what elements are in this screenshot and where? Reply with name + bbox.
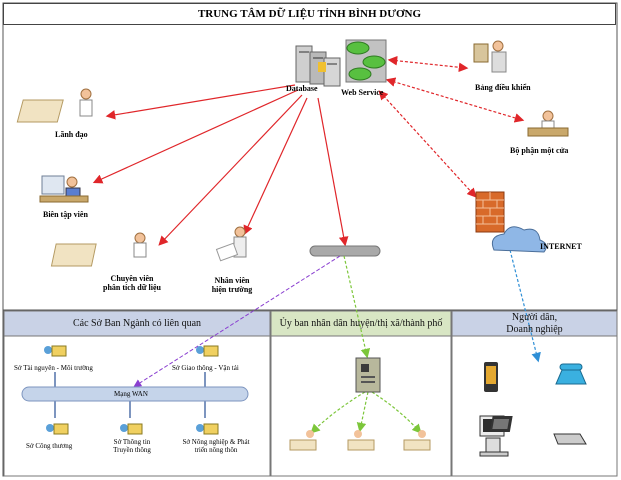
link-uyban-3 [371, 391, 422, 434]
label-lanh-dao: Lãnh đạo [55, 130, 88, 139]
laptop-icon [489, 416, 587, 445]
panel-nguoi-dan [451, 310, 618, 477]
label-bang-dieu-khien: Bảng điều khiển [475, 83, 531, 92]
telephone-icon [555, 363, 587, 385]
panel-title-nguoi-dan: Người dân,Doanh nghiệp [506, 312, 563, 335]
firewall-icon [475, 191, 505, 233]
label-web-service: Web Service [341, 88, 384, 97]
hub-switch [309, 245, 381, 257]
link-nguoi-dan [509, 249, 541, 363]
label-so-tai-nguyen: Sở Tài nguyên - Môi trường [14, 364, 93, 372]
link-bang-dieu-khien [387, 55, 469, 73]
label-bien-tap-vien: Biên tập viên [43, 210, 88, 219]
label-bo-phan-mot-cua: Bộ phận một cửa [510, 146, 569, 155]
dept-giao-thong-icon [196, 345, 219, 357]
dept-tai-nguyen-icon [44, 345, 67, 357]
panel-title-so-ban-nganh: Các Sở Ban Ngành có liên quan [72, 318, 202, 329]
bo-phan-mot-cua-icon [527, 110, 569, 137]
link-hub [317, 97, 349, 247]
database-icon [295, 45, 341, 87]
uy-ban-user-1-icon [289, 430, 317, 451]
link-uy-ban-server [343, 255, 371, 359]
link-nhan-vien [243, 97, 308, 236]
chuyen-vien-icon [50, 232, 147, 267]
wan-bus [21, 386, 249, 402]
link-internet [378, 90, 477, 198]
uy-ban-user-3-icon [403, 430, 431, 451]
page-title: TRUNG TÂM DỮ LIỆU TỈNH BÌNH DƯƠNG [3, 3, 616, 25]
dept-thong-tin-icon [120, 423, 143, 435]
uy-ban-user-2-icon [347, 430, 375, 451]
lanh-dao-icon [16, 88, 93, 123]
nhan-vien-icon [215, 226, 247, 262]
link-uyban-2 [356, 391, 369, 433]
panel-head-so [3, 310, 271, 337]
panel-title-uy-ban: Ủy ban nhân dân huyện/thị xã/thành phố [279, 318, 443, 329]
dept-nong-nghiep-icon [196, 423, 219, 435]
bang-dieu-khien-icon [473, 40, 507, 73]
label-so-cong-thuong: Sở Công thương [26, 442, 73, 450]
label-so-giao-thong: Sở Giao thông - Vận tải [172, 364, 239, 372]
label-internet: INTERNET [540, 242, 582, 251]
uy-ban-server-icon [355, 357, 381, 393]
link-chuyen-vien [158, 94, 303, 246]
link-uyban-1 [310, 391, 366, 434]
link-mot-cua [385, 77, 525, 123]
label-database: Database [286, 84, 318, 93]
mobile-phone-icon [484, 362, 498, 392]
link-lanh-dao [105, 84, 296, 120]
label-mang-wan: Mạng WAN [114, 390, 148, 398]
link-bien-tap [92, 89, 299, 184]
web-service-icon [345, 39, 387, 83]
bien-tap-vien-icon [39, 175, 89, 203]
link-wan [133, 255, 341, 388]
dept-cong-thuong-icon [46, 423, 69, 435]
cloud-icon [491, 226, 547, 253]
panel-head-nguoi-dan [451, 310, 618, 337]
